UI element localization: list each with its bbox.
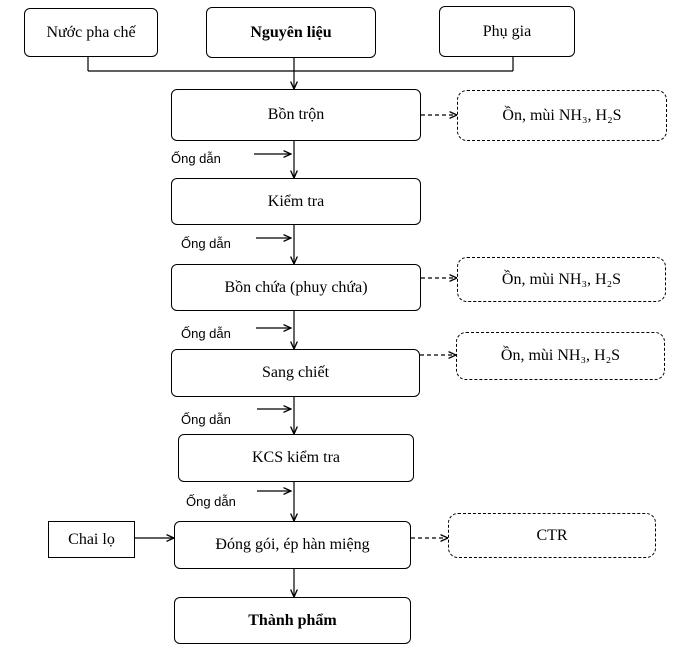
finished-product-box: Thành phẩm — [174, 597, 411, 644]
pipe-label: Ống dẫn — [186, 494, 236, 509]
storage-tank-box: Bồn chứa (phuy chứa) — [171, 264, 421, 311]
pipe-label: Ống dẫn — [181, 236, 231, 251]
emission-box-mixing: Ồn, mùi NH₃, H₂S — [457, 90, 667, 141]
pipe-label: Ống dẫn — [171, 151, 221, 166]
kcs-inspection-box: KCS kiểm tra — [178, 434, 414, 482]
additive-input-box: Phụ gia — [439, 6, 575, 57]
mixing-tank-box: Bồn trộn — [171, 89, 421, 141]
emission-box-bottling: Ồn, mùi NH₃, H₂S — [456, 332, 665, 380]
emission-box-packaging: CTR — [448, 513, 656, 558]
material-input-box: Nguyên liệu — [206, 7, 376, 58]
water-input-box: Nước pha chế — [24, 8, 158, 57]
pipe-label: Ống dẫn — [181, 326, 231, 341]
bottles-input-box: Chai lọ — [48, 521, 135, 558]
bottling-box: Sang chiết — [171, 349, 420, 397]
packaging-box: Đóng gói, ép hàn miệng — [174, 521, 411, 569]
pipe-label: Ống dẫn — [181, 412, 231, 427]
emission-box-storage: Ồn, mùi NH₃, H₂S — [457, 257, 666, 302]
inspection-box: Kiểm tra — [171, 178, 421, 225]
